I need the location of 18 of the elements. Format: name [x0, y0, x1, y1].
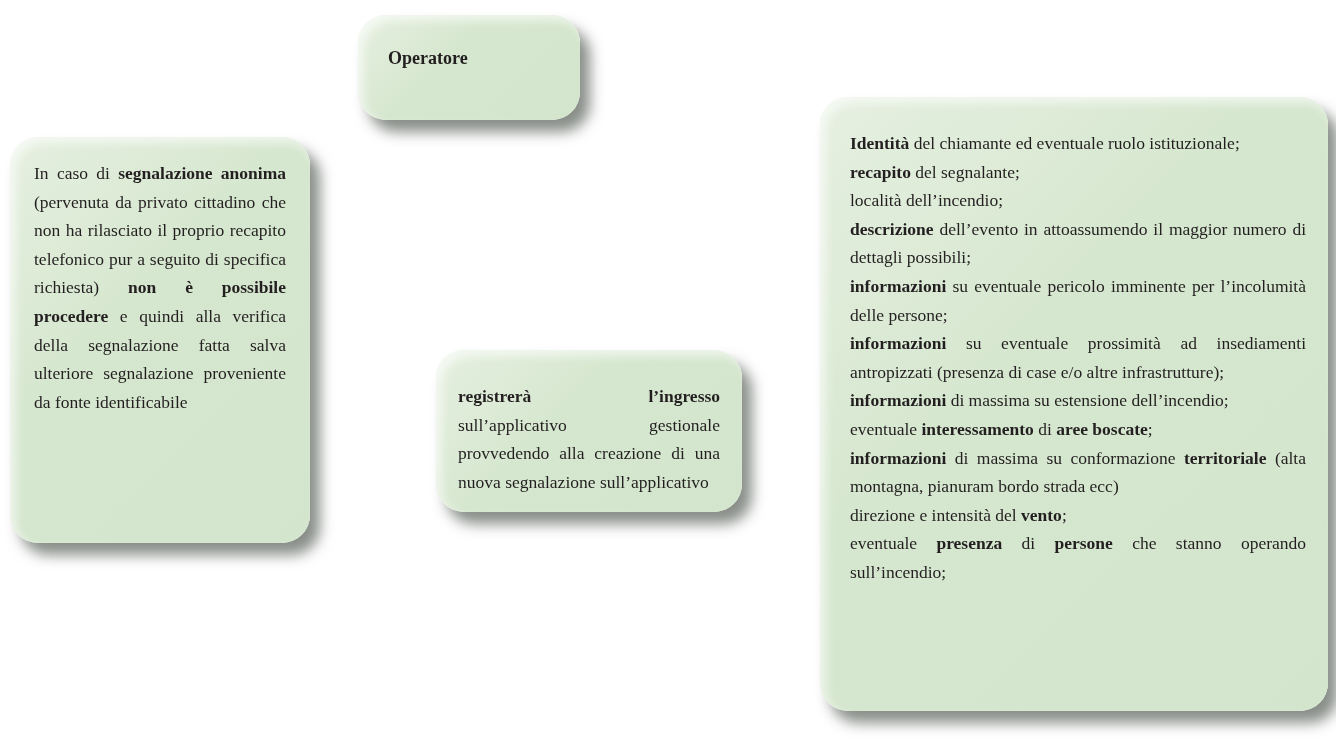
box-text: informazioni su eventuale pericolo imminente per l’incolumità delle persone; — [850, 274, 1306, 327]
box-text: informazioni di massima su estensione dell’incendio; — [850, 389, 1230, 413]
box-text: località dell’incendio; — [850, 189, 1005, 213]
box-text: recapito del segnalante; — [850, 160, 1021, 184]
box-title: Operatore — [388, 47, 469, 70]
box-text: descrizione dell’evento in attoassumendo il maggior numero di dettagli possibili; — [850, 217, 1306, 270]
box-text: direzione e intensità del vento; — [850, 503, 1068, 527]
box-text: In caso di segnalazione anonima (pervenuta da privato cittadino che non ha rilasciato il proprio recapito telefonico pur a seguito di specifica richiesta) non è possibile procedere e quindi alla verifica della segnalazione fatta salva ulteriore segnalazione proveniente da fonte identificabile — [34, 162, 286, 414]
rounded-box — [10, 137, 310, 543]
rounded-box — [436, 350, 742, 512]
box-text: registrerà l’ingresso sull’applicativo gestionale provvedendo alla creazione di una nuova segnalazione sull’applicativo — [458, 385, 720, 494]
box-text: informazioni su eventuale prossimità ad insediamenti antropizzati (presenza di case e/o altre infrastrutture); — [850, 332, 1306, 384]
box-text: eventuale interessamento di aree boscate; — [850, 417, 1154, 441]
rounded-box — [358, 15, 580, 120]
box-text: informazioni di massima su conformazione territoriale (alta montagna, pianuram bordo strada ecc) — [850, 446, 1306, 499]
box-text: Identità del chiamante ed eventuale ruolo istituzionale; — [850, 132, 1241, 155]
rounded-box — [820, 97, 1328, 711]
box-text: eventuale presenza di persone che stanno operando sull’incendio; — [850, 532, 1306, 584]
